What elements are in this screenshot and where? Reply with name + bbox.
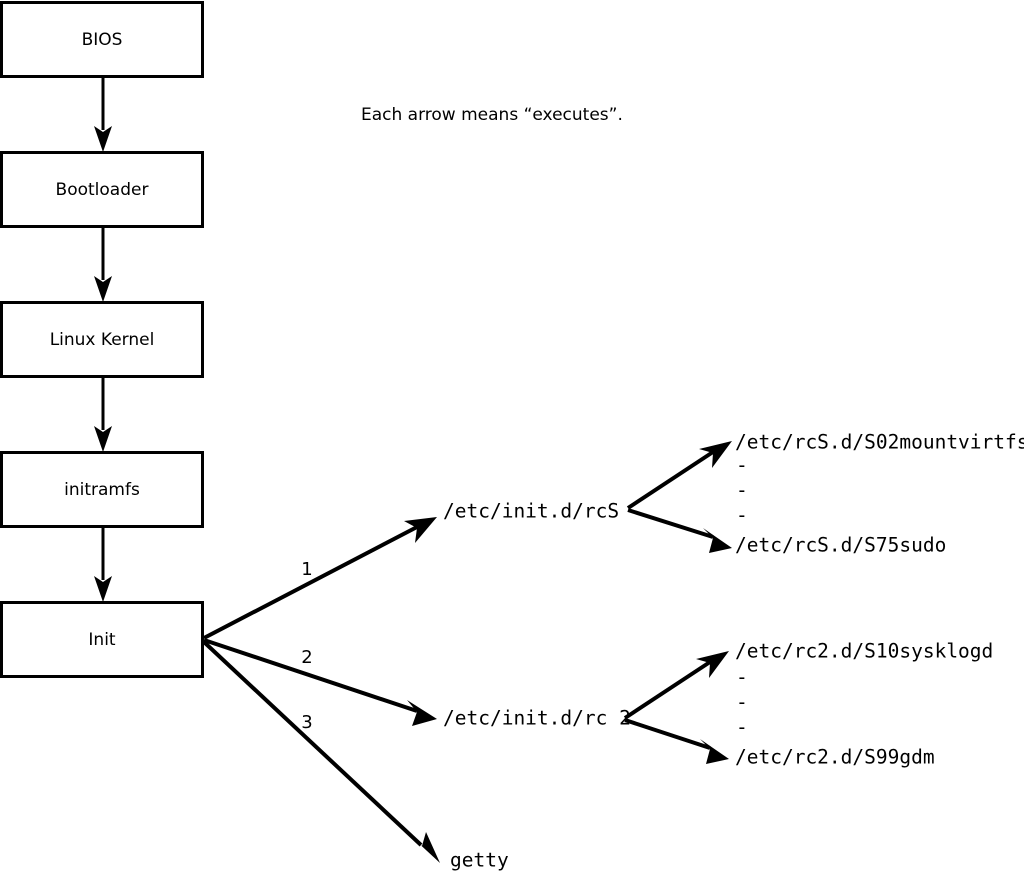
box-label-bios: BIOS <box>82 30 123 50</box>
branch-number-3: 3 <box>301 712 312 733</box>
node-label-rcs-first-script[interactable]: /etc/rcS.d/S02mountvirtfs <box>735 431 1024 454</box>
arrow-head-icon <box>94 276 112 302</box>
arrow-init-branch-1 <box>203 517 437 640</box>
box-label-bootloader: Bootloader <box>56 180 149 200</box>
rc2-ellipsis-dash-2: - <box>736 691 748 714</box>
arrow-rc2-to-first-script <box>623 651 729 720</box>
chain-box-initramfs[interactable]: initramfs <box>0 451 204 528</box>
diagram-caption: Each arrow means “executes”. <box>361 105 623 125</box>
node-label-rc2-first-script[interactable]: /etc/rc2.d/S10sysklogd <box>735 640 993 663</box>
node-label-init-d-rcs[interactable]: /etc/init.d/rcS <box>443 500 619 523</box>
arrow-rc2-to-last-script <box>624 718 729 764</box>
arrow-head-icon <box>700 739 729 764</box>
arrow-head-icon <box>404 517 437 543</box>
arrow-bios-to-bootloader <box>94 77 112 152</box>
arrow-head-icon <box>413 832 440 863</box>
rcs-ellipsis-dash-2: - <box>736 479 748 502</box>
chain-box-init[interactable]: Init <box>0 601 204 678</box>
chain-box-bootloader[interactable]: Bootloader <box>0 151 204 228</box>
box-outline-bios <box>0 1 204 78</box>
arrow-head-icon <box>703 528 732 553</box>
arrow-head-icon <box>94 426 112 452</box>
box-outline-linux-kernel <box>0 301 204 378</box>
box-label-linux-kernel: Linux Kernel <box>50 330 155 350</box>
arrow-head-icon <box>699 441 732 468</box>
node-label-init-d-rc2[interactable]: /etc/init.d/rc 2 <box>443 707 631 730</box>
chain-box-linux-kernel[interactable]: Linux Kernel <box>0 301 204 378</box>
arrow-head-icon <box>94 126 112 152</box>
arrow-head-icon <box>696 651 729 678</box>
rcs-ellipsis-dash-1: - <box>736 454 748 477</box>
arrow-init-branch-2 <box>203 638 437 726</box>
node-label-getty[interactable]: getty <box>450 849 509 872</box>
arrow-init-branch-3 <box>202 640 440 863</box>
arrow-rcs-to-last-script <box>627 508 732 553</box>
box-label-initramfs: initramfs <box>64 480 140 500</box>
rc2-ellipsis-dash-1: - <box>736 666 748 689</box>
arrow-initramfs-to-init <box>94 527 112 602</box>
arrow-rcs-to-first-script <box>626 441 732 510</box>
rc2-ellipsis-dash-3: - <box>736 716 748 739</box>
box-label-init: Init <box>88 630 116 650</box>
box-outline-initramfs <box>0 451 204 528</box>
rcs-ellipsis-dash-3: - <box>736 504 748 527</box>
branch-number-1: 1 <box>301 559 312 580</box>
chain-box-bios[interactable]: BIOS <box>0 1 204 78</box>
arrow-bootloader-to-kernel <box>94 227 112 302</box>
branch-number-2: 2 <box>301 647 312 668</box>
arrow-kernel-to-initramfs <box>94 377 112 452</box>
node-label-rcs-last-script[interactable]: /etc/rcS.d/S75sudo <box>735 534 946 557</box>
box-outline-bootloader <box>0 151 204 228</box>
arrow-head-icon <box>94 576 112 602</box>
arrow-head-icon <box>407 700 437 726</box>
box-outline-init <box>0 601 204 678</box>
node-label-rc2-last-script[interactable]: /etc/rc2.d/S99gdm <box>735 746 935 769</box>
